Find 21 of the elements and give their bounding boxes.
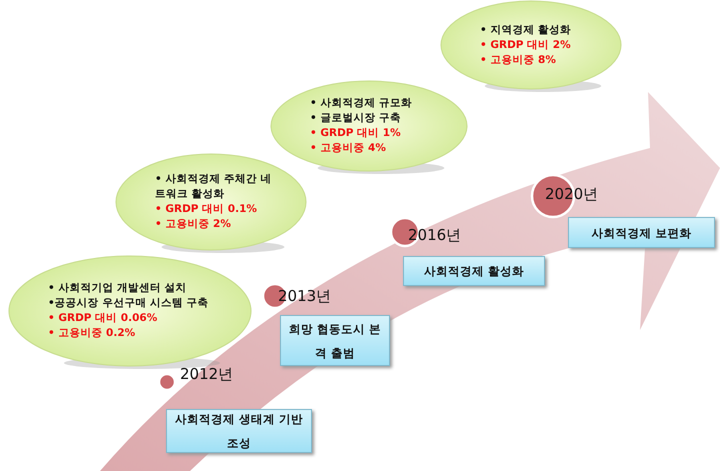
year-label: 2012년 (180, 365, 240, 385)
metric-text: • 고용비중 2% (155, 217, 232, 232)
goal-text: • 사회적기업 개발센터 설치 (48, 281, 188, 296)
metric-text: • GRDP 대비 2% (480, 38, 572, 52)
metric-text: • GRDP 대비 0.1% (155, 202, 258, 217)
metric-text: • 고용비중 0.2% (48, 326, 136, 341)
milestone-box: 사회적경제 보편화 (568, 217, 715, 248)
metric-text: • GRDP 대비 0.06% (48, 311, 158, 326)
milestone-box: 희망 협동도시 본격 출범 (280, 315, 390, 366)
year-label: 2013년 (278, 287, 348, 307)
goal-text: • 사회적경제 주체간 네트워크 활성화 (155, 172, 273, 202)
year-label: 2016년 (408, 226, 468, 246)
milestone-box: 사회적경제 활성화 (403, 256, 545, 286)
metric-text: • 고용비중 4% (310, 141, 387, 156)
goal-text: • 사회적경제 규모화 (310, 96, 414, 111)
goal-text: • 지역경제 활성화 (480, 22, 572, 38)
goal-text: • 글로벌시장 구축 (310, 111, 402, 126)
metric-text: • GRDP 대비 1% (310, 126, 402, 141)
milestone-box: 사회적경제 생태계 기반조성 (166, 409, 312, 453)
goal-text: •공공시장 우선구매 시스템 구축 (48, 296, 210, 311)
metric-text: • 고용비중 8% (480, 52, 557, 68)
